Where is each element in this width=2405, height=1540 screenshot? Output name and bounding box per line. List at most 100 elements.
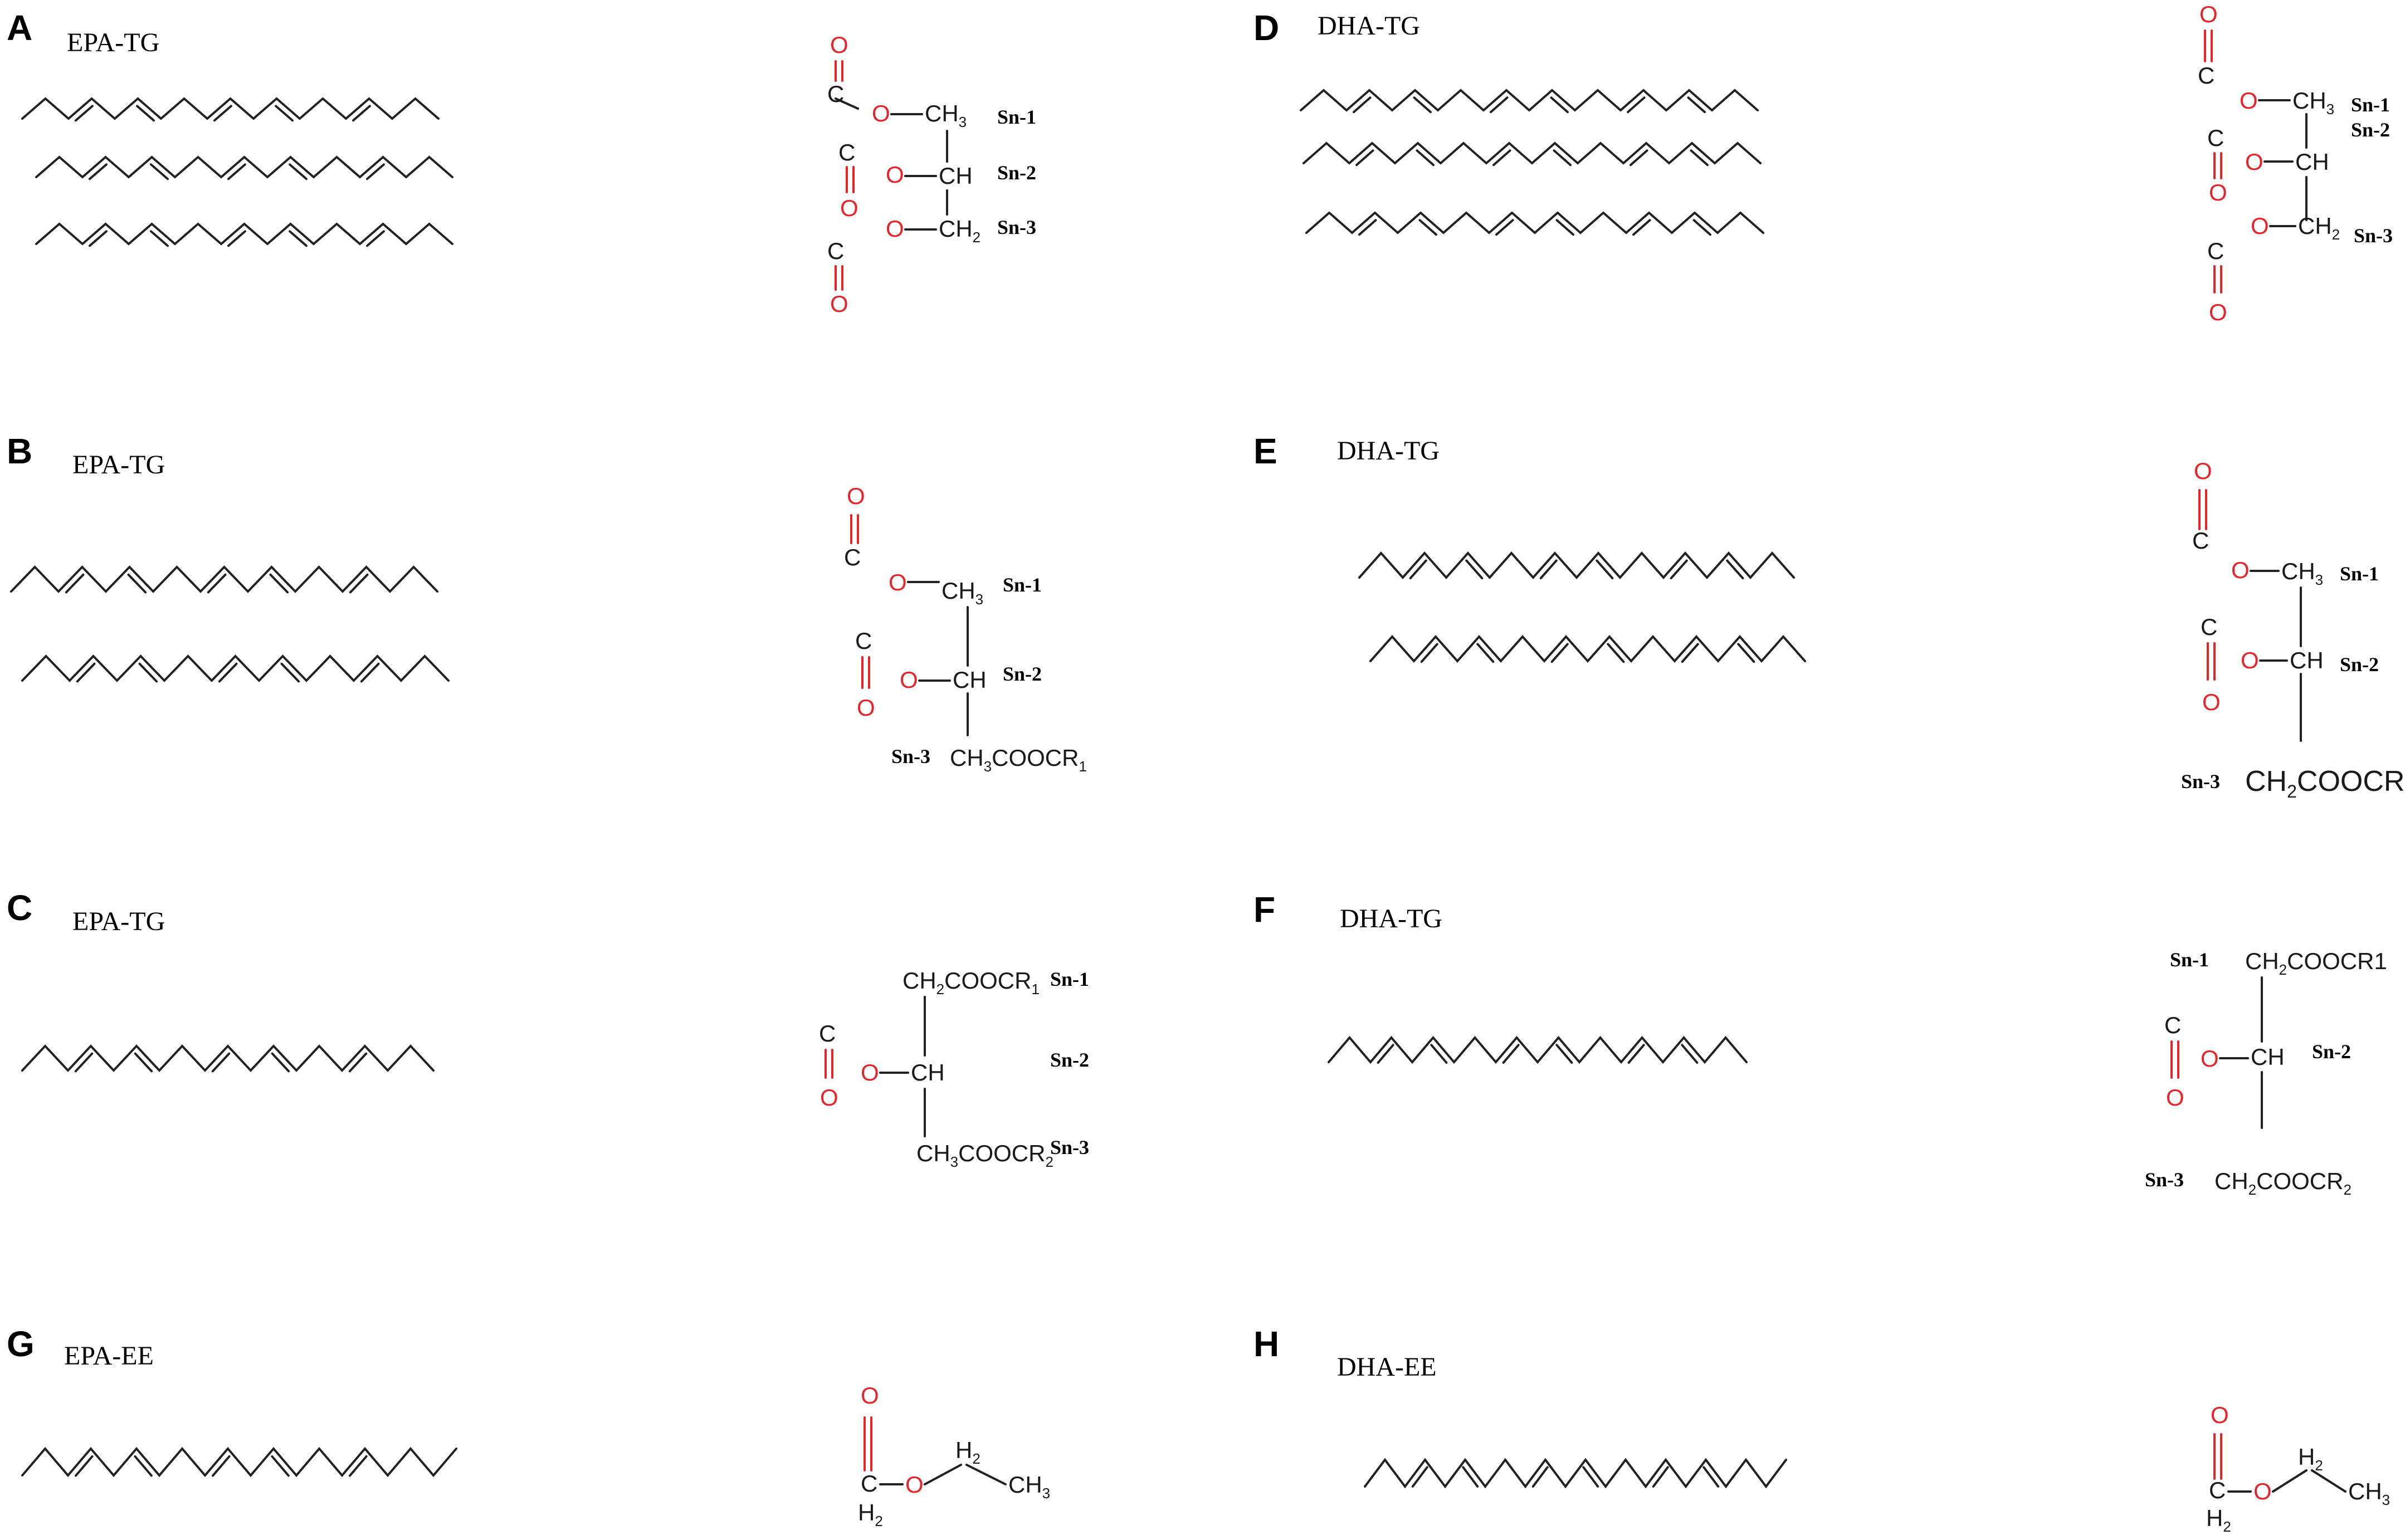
fatty-acid-chain-d2	[1302, 141, 1762, 165]
ester-oxygen-a3: O	[886, 216, 904, 242]
panel-letter-a: A	[7, 8, 32, 48]
glycerol-carbon-d1: CH3	[2292, 87, 2334, 118]
carbonyl-oxygen-d2: O	[2209, 179, 2227, 206]
fatty-acid-chain-c2-double-bond-1	[74, 1052, 94, 1073]
sn-label-d1: Sn-1	[2351, 94, 2390, 116]
ester-oxygen-b2: O	[900, 667, 918, 693]
methylene-below-g: H2	[858, 1499, 883, 1529]
ester-oxygen-c2: O	[861, 1059, 879, 1086]
fatty-acid-chain-a2-double-bond-2	[150, 163, 169, 180]
fatty-acid-chain-a2-double-bond-1	[89, 163, 108, 180]
fatty-acid-chain-h-double-bond-1	[1411, 1466, 1428, 1488]
fatty-acid-chain-d1-double-bond-2	[1413, 96, 1432, 114]
sn-label-b2: Sn-2	[1003, 663, 1042, 685]
fatty-acid-chain-f2	[1328, 1035, 1748, 1064]
carbon-e1: C	[2192, 527, 2209, 554]
fatty-acid-chain-e2-double-bond-4	[1607, 643, 1625, 663]
panel-b: B EPA-TG C O O CH3 Sn-1 C O O CH Sn-2 Sn…	[7, 431, 1087, 775]
fatty-acid-chain-d2-double-bond-4	[1553, 149, 1572, 167]
glycerol-carbon-a1: CH3	[925, 100, 967, 130]
fatty-acid-chain-g-double-bond-3	[212, 1455, 231, 1477]
branch-group-b3: CH3COOCR1	[950, 745, 1087, 775]
fatty-acid-chain-c2-double-bond-3	[211, 1052, 231, 1073]
panel-letter-d: D	[1253, 8, 1279, 48]
branch-group-e3: CH2COOCR1	[2245, 765, 2405, 801]
fatty-acid-chain-a1	[21, 97, 440, 120]
fatty-acid-chain-a2-double-bond-4	[289, 163, 308, 180]
glycerol-carbon-e1: CH3	[2281, 558, 2323, 588]
panel-letter-b: B	[7, 431, 32, 471]
fatty-acid-chain-c2-double-bond-4	[271, 1052, 290, 1073]
glycerol-carbon-c2: CH	[911, 1059, 945, 1086]
fatty-acid-chain-b1-double-bond-1	[65, 573, 85, 594]
carbon-d2: C	[2207, 125, 2224, 151]
fatty-acid-chain-g	[21, 1446, 457, 1478]
fatty-acid-chain-b1-double-bond-5	[349, 573, 369, 594]
fatty-acid-chain-e1-double-bond-2	[1465, 559, 1484, 580]
fatty-acid-chain-d3-double-bond-3	[1495, 219, 1514, 236]
glycerol-carbon-b2: CH	[953, 667, 987, 693]
ester-oxygen-a1: O	[872, 100, 890, 126]
sn-label-b3: Sn-3	[891, 745, 930, 767]
fatty-acid-chain-a2-double-bond-5	[366, 163, 385, 180]
panel-title-d: DHA-TG	[1318, 11, 1420, 41]
fatty-acid-chain-c2	[21, 1044, 435, 1072]
fatty-acid-chain-f2-double-bond-1	[1377, 1044, 1394, 1064]
glycerol-carbon-b1: CH3	[941, 578, 983, 608]
carbonyl-oxygen-e1: O	[2194, 458, 2212, 484]
glycerol-carbon-a3: CH2	[939, 216, 980, 246]
methyl-h: CH3	[2348, 1478, 2390, 1508]
methylene-below-h: H2	[2206, 1505, 2231, 1535]
fatty-acid-chain-c2-double-bond-2	[134, 1052, 153, 1073]
carbon-d1: C	[2198, 62, 2214, 89]
sn-label-a3: Sn-3	[997, 216, 1036, 238]
fatty-acid-chain-d2-double-bond-6	[1690, 149, 1709, 167]
sn-label-b1: Sn-1	[1003, 574, 1042, 596]
ester-bond-h2	[2272, 1469, 2308, 1493]
sn-label-f1: Sn-1	[2170, 949, 2209, 971]
panel-title-g: EPA-EE	[64, 1341, 154, 1371]
fatty-acid-chain-f2-double-bond-3	[1502, 1044, 1520, 1064]
ester-oxygen-g: O	[905, 1471, 924, 1498]
panel-title-e: DHA-TG	[1337, 436, 1440, 466]
carbon-c2: C	[819, 1020, 836, 1047]
sn-label-e3: Sn-3	[2181, 770, 2220, 793]
fatty-acid-chain-a3-double-bond-3	[227, 230, 246, 247]
carbon-a1: C	[827, 81, 844, 107]
fatty-acid-chain-e1	[1358, 551, 1795, 580]
panel-letter-f: F	[1253, 889, 1275, 930]
fatty-acid-chain-b2-double-bond-5	[360, 662, 380, 683]
fatty-acid-chain-d2-double-bond-3	[1492, 149, 1511, 167]
sn-label-d3: Sn-3	[2354, 224, 2393, 247]
carbonyl-oxygen-b2: O	[857, 695, 875, 721]
fatty-acid-chain-b1	[10, 565, 438, 593]
panel-f: F DHA-TG Sn-1 CH2COOCR1 C O O CH Sn-2 Sn…	[1253, 889, 2387, 1198]
methyl-g: CH3	[1008, 1471, 1050, 1502]
sn-label-c2: Sn-2	[1050, 1049, 1089, 1071]
panel-g: G EPA-EE C O H2 O H2 CH3	[7, 1324, 1050, 1529]
fatty-acid-chain-e2	[1369, 634, 1806, 663]
glycerol-carbon-e2: CH	[2290, 647, 2324, 673]
fatty-acid-chain-d1-double-bond-1	[1352, 96, 1372, 114]
fatty-acid-chain-h-double-bond-3	[1531, 1466, 1549, 1488]
fatty-acid-chain-e2-double-bond-2	[1476, 643, 1495, 663]
fatty-acid-chain-h	[1364, 1458, 1787, 1489]
methylene-top-g: H2	[955, 1437, 980, 1467]
fatty-acid-chain-a1-double-bond-3	[213, 105, 232, 122]
glycerol-carbon-f2: CH	[2251, 1044, 2285, 1070]
fatty-acid-chain-a3-double-bond-4	[289, 230, 308, 247]
ester-oxygen-h: O	[2253, 1478, 2272, 1504]
fatty-acid-chain-d3-double-bond-1	[1358, 219, 1377, 236]
fatty-acid-chain-b1-double-bond-2	[127, 573, 147, 594]
fatty-acid-chain-a2-double-bond-3	[227, 163, 246, 180]
fatty-acid-chain-e2-double-bond-6	[1737, 643, 1755, 663]
fatty-acid-chain-b2-double-bond-1	[76, 662, 96, 683]
sn-label-a1: Sn-1	[997, 106, 1036, 128]
fatty-acid-chain-d3-double-bond-6	[1692, 219, 1712, 236]
sn-label-e2: Sn-2	[2340, 653, 2379, 676]
fatty-acid-chain-f2-double-bond-4	[1555, 1044, 1573, 1064]
fatty-acid-chain-g-double-bond-4	[271, 1455, 290, 1477]
panel-letter-g: G	[7, 1324, 35, 1364]
fatty-acid-chain-b1-double-bond-3	[207, 573, 227, 594]
